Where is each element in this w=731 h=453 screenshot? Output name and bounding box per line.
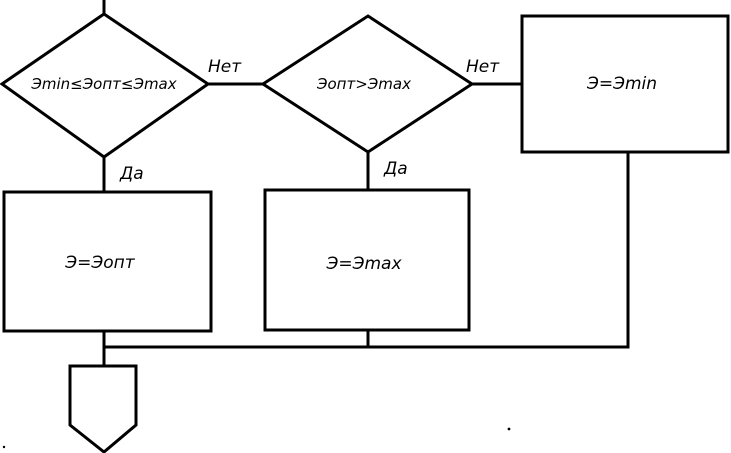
connector-box-min-return [102,150,630,349]
edge-label-c2-no: Нет [466,57,500,77]
process-set-max-label: Э=Эmax [325,254,402,274]
process-set-max [263,188,471,332]
decision-opt-in-range [0,12,211,159]
decision-opt-above-max-label: Эопт>Эmax [316,75,411,93]
scan-speck [2,445,6,449]
process-set-opt [2,190,213,333]
process-set-opt-label: Э=Эопт [64,253,136,273]
edge-label-c1-no: Нет [208,57,242,77]
process-set-min-label: Э=Эmin [586,74,657,94]
scan-speck [507,427,511,431]
process-set-min [520,14,730,154]
off-page-connector [68,364,138,453]
decision-opt-above-max [260,14,475,154]
edge-label-c2-yes: Да [383,159,408,179]
edge-label-c1-yes: Да [119,164,144,184]
connectors [102,0,630,368]
decision-opt-in-range-label: Эmin≤Эопт≤Эmax [30,75,176,93]
